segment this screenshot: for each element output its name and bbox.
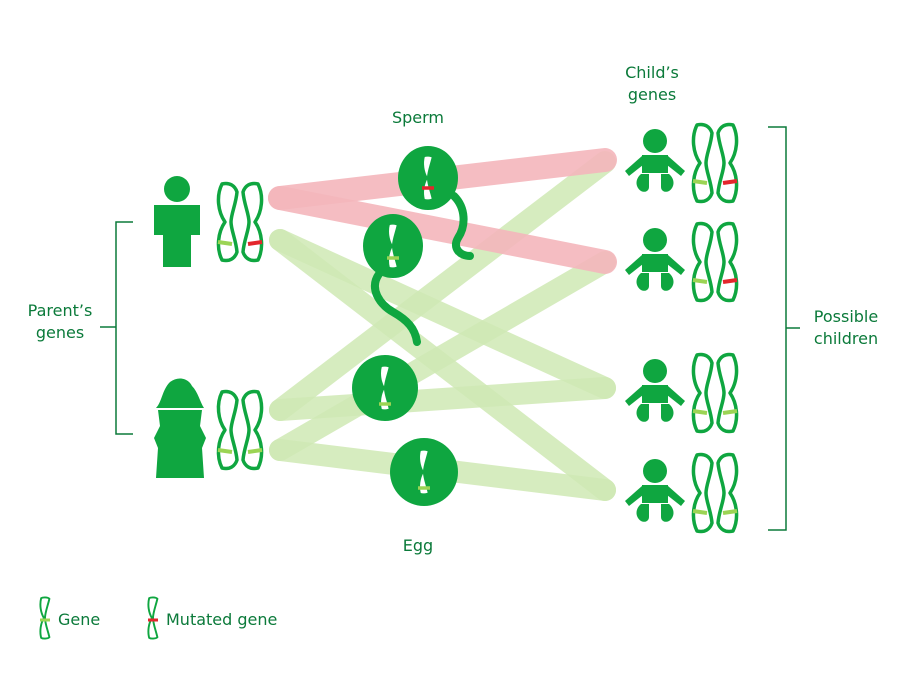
possible-children-label-line1: Possible [814, 307, 878, 326]
legend: Gene Mutated gene [39, 596, 277, 640]
legend-gene-label: Gene [58, 610, 100, 629]
band-sperm-mutated-to-child2 [268, 186, 617, 274]
gene-icon [39, 596, 51, 640]
child-1-chromosome-pair-icon [691, 122, 739, 204]
child-3 [625, 352, 739, 434]
legend-mutated-gene-label: Mutated gene [166, 610, 277, 629]
baby-icon [625, 228, 685, 291]
father-icon [154, 176, 200, 267]
egg-icon-2 [390, 438, 458, 506]
child-1 [625, 122, 739, 204]
egg-icon-1 [352, 355, 418, 421]
childs-genes-label-line1: Child’s [625, 63, 679, 82]
baby-icon [625, 129, 685, 192]
mother-chromosome-pair-icon [216, 389, 264, 471]
baby-icon [625, 359, 685, 422]
pathway-bands [268, 148, 617, 501]
sperm-mutated-icon [398, 146, 474, 260]
child-4-chromosome-pair-icon [691, 452, 739, 534]
childs-genes-label-line2: genes [628, 85, 676, 104]
child-2-chromosome-pair-icon [691, 221, 739, 303]
child-2 [625, 221, 739, 303]
mutated-gene-icon [147, 596, 159, 640]
child-3-chromosome-pair-icon [691, 352, 739, 434]
band-egg1-to-child3 [269, 377, 616, 421]
baby-icon [625, 459, 685, 522]
band-egg1-to-child1 [269, 151, 616, 421]
sperm-label: Sperm [392, 108, 444, 127]
mother-icon [154, 378, 206, 478]
egg-label: Egg [403, 536, 433, 555]
parents-genes-label-line2: genes [36, 323, 84, 342]
band-egg2-to-child2 [269, 251, 616, 461]
father-chromosome-pair-icon [216, 181, 264, 263]
band-sperm-normal-to-child3 [269, 229, 616, 399]
possible-children-label-line2: children [814, 329, 878, 348]
children-bracket [768, 126, 800, 531]
parents-bracket [100, 221, 133, 435]
parents-genes-label-line1: Parent’s [28, 301, 93, 320]
child-4 [625, 452, 739, 534]
sperm-normal-icon [363, 214, 423, 346]
